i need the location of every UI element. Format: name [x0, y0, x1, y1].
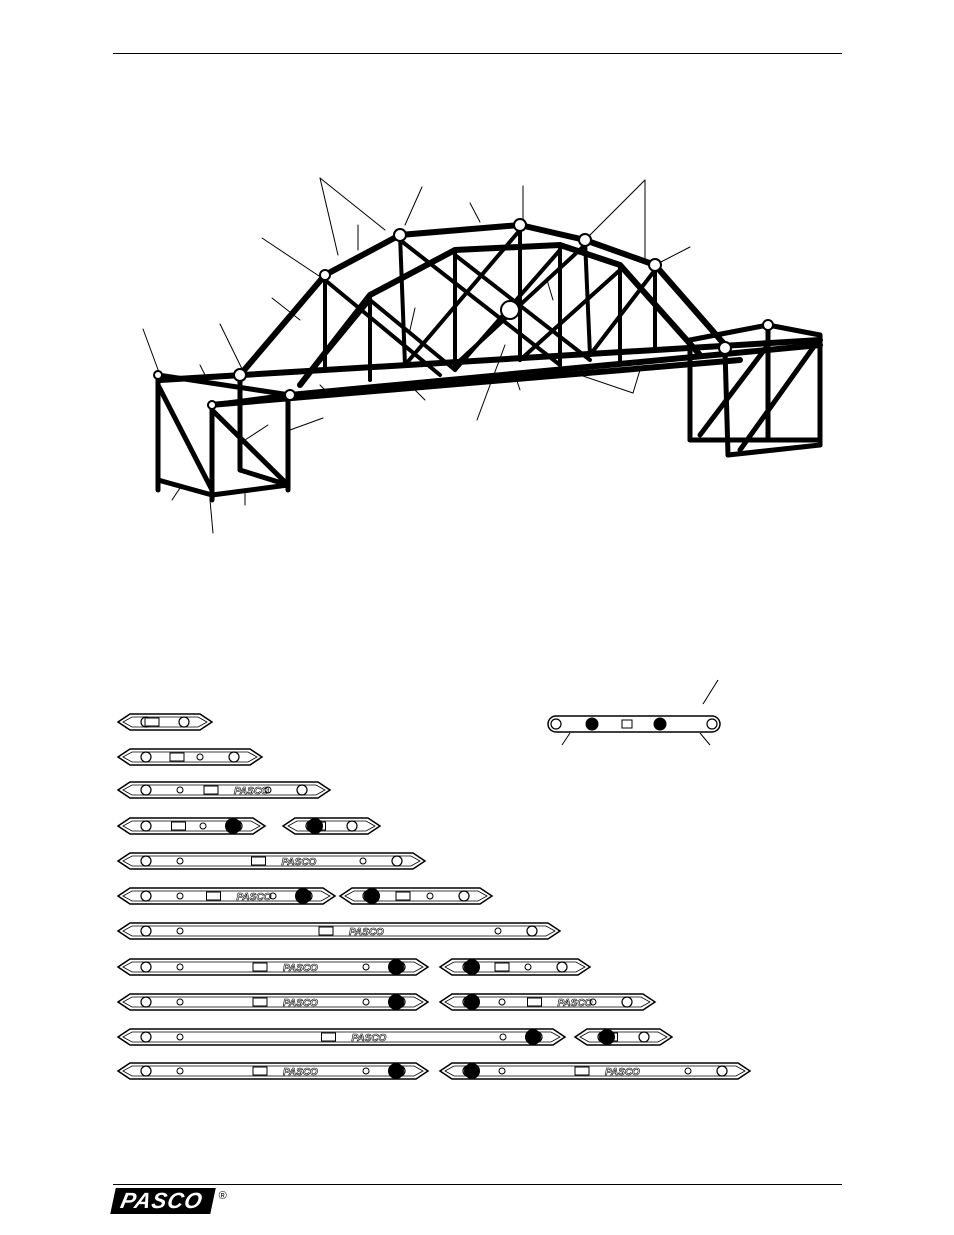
member-logo-text: PASCO: [283, 963, 318, 974]
truss-member: PASCO: [116, 922, 562, 940]
diagonals: [298, 228, 657, 387]
truss-member: [573, 1028, 674, 1046]
member-logo-text: PASCO: [352, 1033, 387, 1044]
member-logo-text: PASCO: [558, 998, 593, 1009]
joint-nodes: [153, 218, 774, 410]
bridge-truss-illustration: [142, 177, 823, 534]
member-logo-text: PASCO: [237, 892, 272, 903]
truss-member: PASCO: [116, 993, 430, 1011]
registered-mark: ®: [218, 1190, 227, 1202]
truss-members-illustration: PASCO PASCO PASCO PASCO PASCO PASCO PASCO PASCO…: [116, 679, 752, 1080]
truss-member: [338, 887, 494, 905]
truss-member: PASCO: [116, 958, 430, 976]
truss-member: [116, 748, 264, 766]
truss-member: PASCO: [116, 781, 332, 799]
connector-sample: [547, 679, 721, 746]
truss-member: PASCO: [116, 1062, 430, 1080]
truss-member: PASCO: [116, 887, 337, 905]
member-logo-text: PASCO: [282, 857, 317, 868]
truss-member: PASCO: [116, 852, 427, 870]
right-tower: [687, 322, 823, 458]
member-logo-text: PASCO: [605, 1067, 640, 1078]
truss-member: [281, 817, 382, 835]
truss-member: [116, 817, 267, 835]
footer-rule: [113, 1184, 842, 1185]
deck: [157, 337, 823, 408]
member-logo-text: PASCO: [234, 786, 269, 797]
truss-member: [116, 713, 214, 731]
member-logo-text: PASCO: [349, 927, 384, 938]
header-rule: [113, 53, 842, 54]
truss-member: PASCO: [438, 993, 657, 1011]
left-tower: [155, 372, 293, 503]
truss-member: PASCO: [116, 1028, 567, 1046]
pasco-logo: PASCO ®: [110, 1188, 227, 1216]
leader-lines: [142, 177, 691, 534]
member-logo-text: PASCO: [283, 998, 318, 1009]
member-logo-text: PASCO: [283, 1067, 318, 1078]
pasco-logo-text: PASCO: [110, 1188, 216, 1214]
member-rows: PASCO PASCO PASCO PASCO PASCO PASCO PASCO PASCO…: [116, 713, 752, 1080]
truss-member: [438, 958, 592, 976]
truss-member: PASCO: [438, 1062, 752, 1080]
